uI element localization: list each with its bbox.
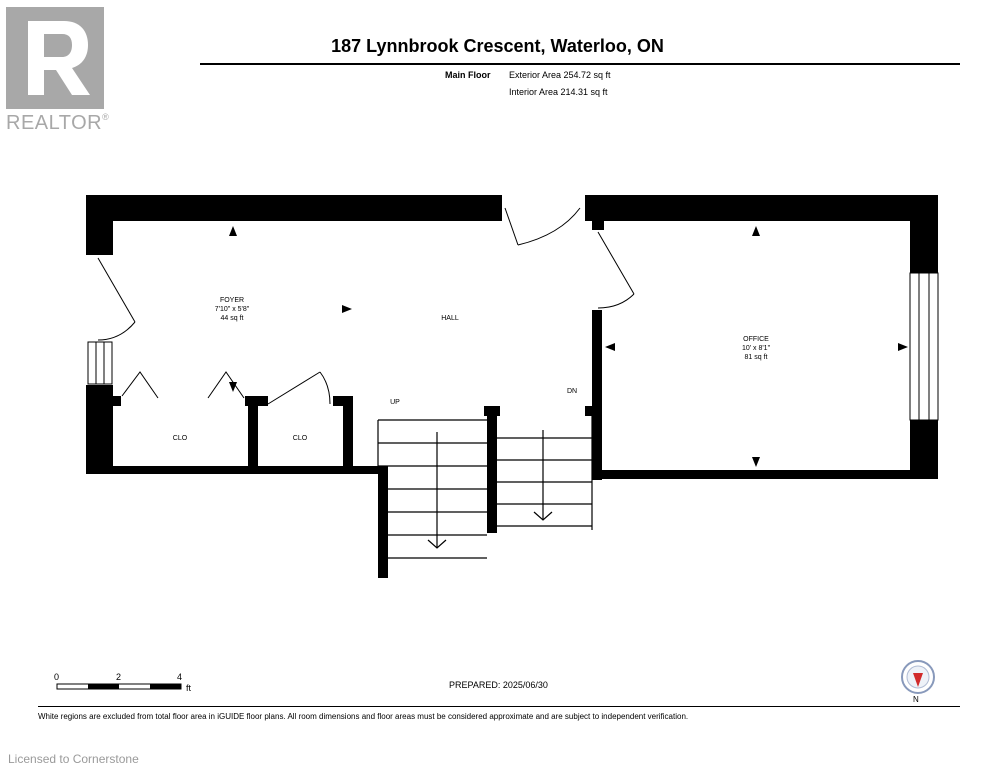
page-title: 187 Lynnbrook Crescent, Waterloo, ON [331,36,664,56]
hall-name: HALL [441,315,459,322]
office-dims: 10' x 8'1" [742,345,771,352]
floor-name: Main Floor [445,70,491,80]
scale-tick-0: 0 [54,672,59,682]
office-name: OFFICE [743,336,769,343]
disclaimer-text: White regions are excluded from total fl… [38,712,689,721]
doors [97,207,635,405]
compass-icon [901,660,935,694]
foyer-name: FOYER [220,297,244,304]
stairs-down-label: DN [567,388,577,395]
office-area: 81 sq ft [745,354,768,361]
license-footer: Licensed to Cornerstone [8,752,139,766]
prepared-date: PREPARED: 2025/06/30 [449,680,548,690]
stairs-up-label: UP [390,399,400,406]
dimension-arrows [229,226,908,467]
closet-right-label: CLO [293,435,308,442]
closet-left-label: CLO [173,435,188,442]
scale-tick-4: 4 [177,672,182,682]
disclaimer-divider [38,706,960,707]
scale-unit: ft [186,683,192,693]
compass-north-label: N [913,695,919,704]
interior-area: Interior Area 214.31 sq ft [509,87,608,97]
realtor-logo [6,7,104,109]
exterior-area: Exterior Area 254.72 sq ft [509,70,611,80]
foyer-dims: 7'10" x 5'8" [215,306,250,313]
scale-tick-2: 2 [116,672,121,682]
scale-bar [56,683,182,690]
realtor-wordmark: REALTOR® [6,112,110,134]
windows [87,272,939,421]
stairs [377,416,593,559]
foyer-area: 44 sq ft [221,315,244,322]
title-divider [200,63,960,65]
walls [86,195,938,578]
